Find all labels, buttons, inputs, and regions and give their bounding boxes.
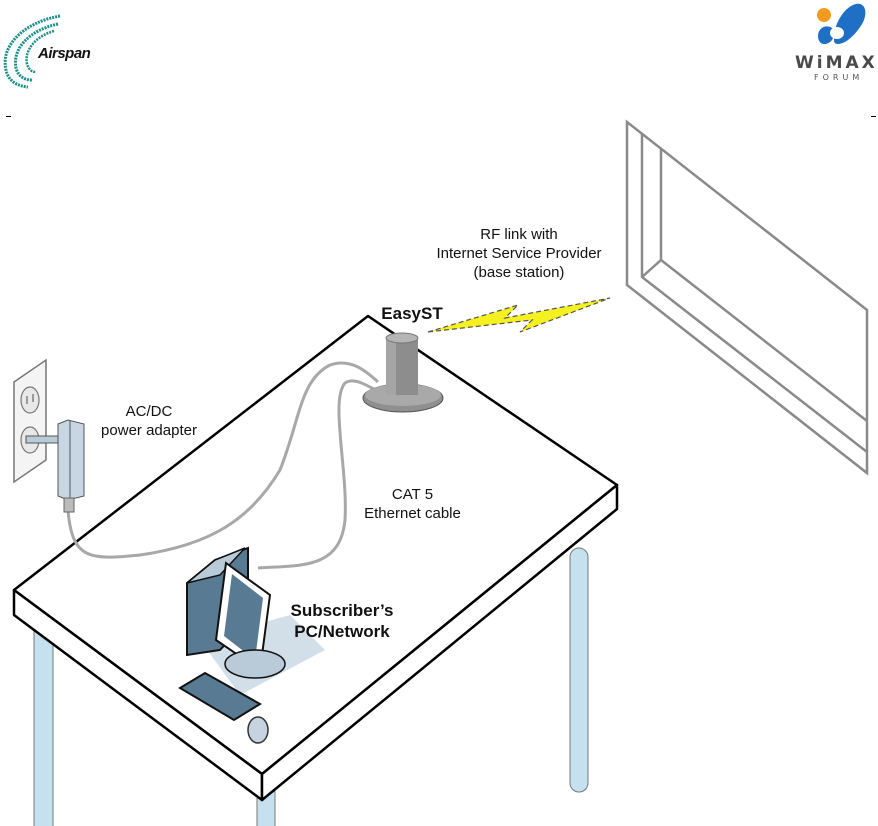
ethernet-cable xyxy=(257,379,381,570)
wimax-logo-text: WiMAX xyxy=(795,53,878,73)
power-cable xyxy=(66,361,380,559)
wimax-forum-logo: WiMAX FORUM xyxy=(790,0,878,90)
rf-link-label: RF link with Internet Service Provider (… xyxy=(436,226,602,281)
header-rule-mark-left xyxy=(6,116,11,117)
ethernet-cable-label: CAT 5 Ethernet cable xyxy=(364,486,461,522)
table-leg-front-left xyxy=(33,629,54,826)
airspan-logo-text: Airspan xyxy=(38,45,91,62)
power-adapter-icon xyxy=(25,419,85,513)
airspan-swoosh-icon xyxy=(3,14,61,89)
easyst-device-icon xyxy=(362,332,444,413)
window-icon xyxy=(625,119,869,476)
pc-icon xyxy=(178,546,325,744)
header-rule-mark-right xyxy=(871,116,876,117)
airspan-logo: Airspan xyxy=(0,0,130,100)
wall-outlet-icon xyxy=(13,358,47,484)
forum-logo-text: FORUM xyxy=(814,73,864,82)
cables xyxy=(66,361,381,570)
easyst-label: EasyST xyxy=(381,304,443,323)
rf-link-lightning-icon xyxy=(427,297,611,333)
pc-network-label: Subscriber’s PC/Network xyxy=(290,601,394,641)
wimax-forum-emblem-icon xyxy=(817,3,866,45)
table-leg-back-right xyxy=(569,547,589,793)
power-adapter-label: AC/DC power adapter xyxy=(101,403,197,439)
table-legs xyxy=(33,547,589,826)
table-icon xyxy=(12,314,619,802)
